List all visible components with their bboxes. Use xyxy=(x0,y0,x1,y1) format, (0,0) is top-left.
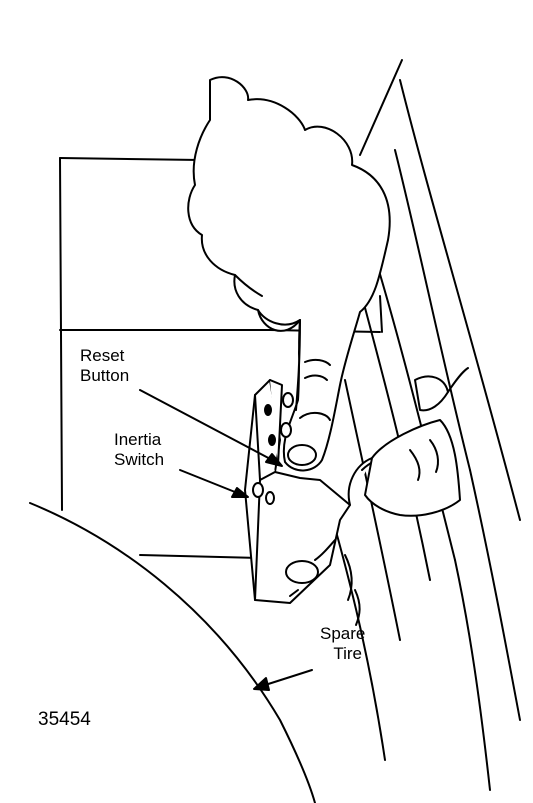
inertia-switch-label: Inertia Switch xyxy=(114,430,164,470)
reset-button-label: Reset Button xyxy=(80,346,129,386)
reset-label-line1: Reset xyxy=(80,346,125,365)
inertia-label-line1: Inertia xyxy=(114,430,162,449)
inertia-label-line2: Switch xyxy=(114,450,165,469)
hand-pressing xyxy=(188,77,390,470)
spare-label-line1: Spare xyxy=(320,624,366,643)
leader-arrows xyxy=(140,390,312,690)
wire-connector xyxy=(349,368,468,516)
spare-tire-label: Spare Tire xyxy=(320,624,365,664)
spare-label-line2: Tire xyxy=(333,644,363,663)
reset-label-line2: Button xyxy=(80,366,130,385)
inertia-switch-body xyxy=(245,380,350,603)
spare-tire-outline xyxy=(30,503,315,803)
figure-number: 35454 xyxy=(38,709,91,730)
